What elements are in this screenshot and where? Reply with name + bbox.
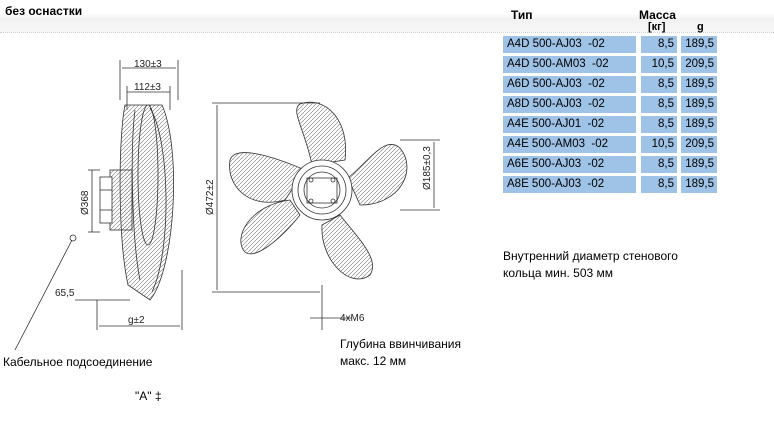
column-header-type: Тип	[511, 8, 533, 22]
column-unit-kg: [кг]	[648, 21, 666, 33]
cable-connection-label: Кабельное подсоединение	[3, 355, 153, 369]
type-cell: A4E 500-AM03 -02	[503, 136, 636, 153]
mass-g-cell: 189,5	[681, 36, 717, 53]
screw-depth-line2: макс. 12 мм	[340, 354, 407, 368]
mass-kg-cell: 8,5	[641, 156, 677, 173]
column-header-mass: Масса	[639, 8, 676, 22]
mass-g-cell: 209,5	[681, 56, 717, 73]
ring-note-line2: кольца мин. 503 мм	[503, 266, 614, 280]
screw-depth-line1: Глубина ввинчивания	[340, 337, 461, 351]
mass-kg-cell: 8,5	[641, 36, 677, 53]
dim-bottom: g±2	[128, 315, 145, 326]
dim-outer-diameter: Ø472±2	[205, 179, 216, 215]
type-cell: A6D 500-AJ03 -02	[503, 76, 636, 93]
mass-g-cell: 189,5	[681, 116, 717, 133]
mass-kg-cell: 10,5	[641, 136, 677, 153]
type-cell: A4D 500-AM03 -02	[503, 56, 636, 73]
mass-g-cell: 209,5	[681, 136, 717, 153]
type-cell: A4D 500-AJ03 -02	[503, 36, 636, 53]
dim-width-mid: 112±3	[134, 82, 161, 93]
mass-kg-cell: 8,5	[641, 76, 677, 93]
type-cell: A6E 500-AJ03 -02	[503, 156, 636, 173]
type-cell: A8D 500-AJ03 -02	[503, 96, 636, 113]
mass-g-cell: 189,5	[681, 76, 717, 93]
ring-note-line1: Внутренний диаметр стенового	[503, 249, 678, 263]
header-bar	[0, 0, 774, 33]
mass-kg-cell: 8,5	[641, 96, 677, 113]
view-a-label: "A" ‡	[135, 389, 162, 403]
side-view	[14, 60, 183, 351]
mass-kg-cell: 10,5	[641, 56, 677, 73]
dim-width-top: 130±3	[134, 59, 162, 70]
column-unit-g: g	[697, 21, 704, 33]
type-cell: A4E 500-AJ01 -02	[503, 116, 636, 133]
dim-bolt-circle: Ø185±0,3	[422, 146, 433, 190]
mass-g-cell: 189,5	[681, 96, 717, 113]
front-view	[212, 101, 440, 330]
dim-height: Ø368	[80, 190, 91, 215]
section-title: без оснастки	[5, 4, 83, 18]
dim-offset: 65,5	[55, 288, 75, 299]
type-cell: A8E 500-AJ03 -02	[503, 176, 636, 193]
mass-g-cell: 189,5	[681, 176, 717, 193]
mass-kg-cell: 8,5	[641, 176, 677, 193]
mass-kg-cell: 8,5	[641, 116, 677, 133]
mass-g-cell: 189,5	[681, 156, 717, 173]
dim-holes: 4xM6	[340, 313, 365, 324]
